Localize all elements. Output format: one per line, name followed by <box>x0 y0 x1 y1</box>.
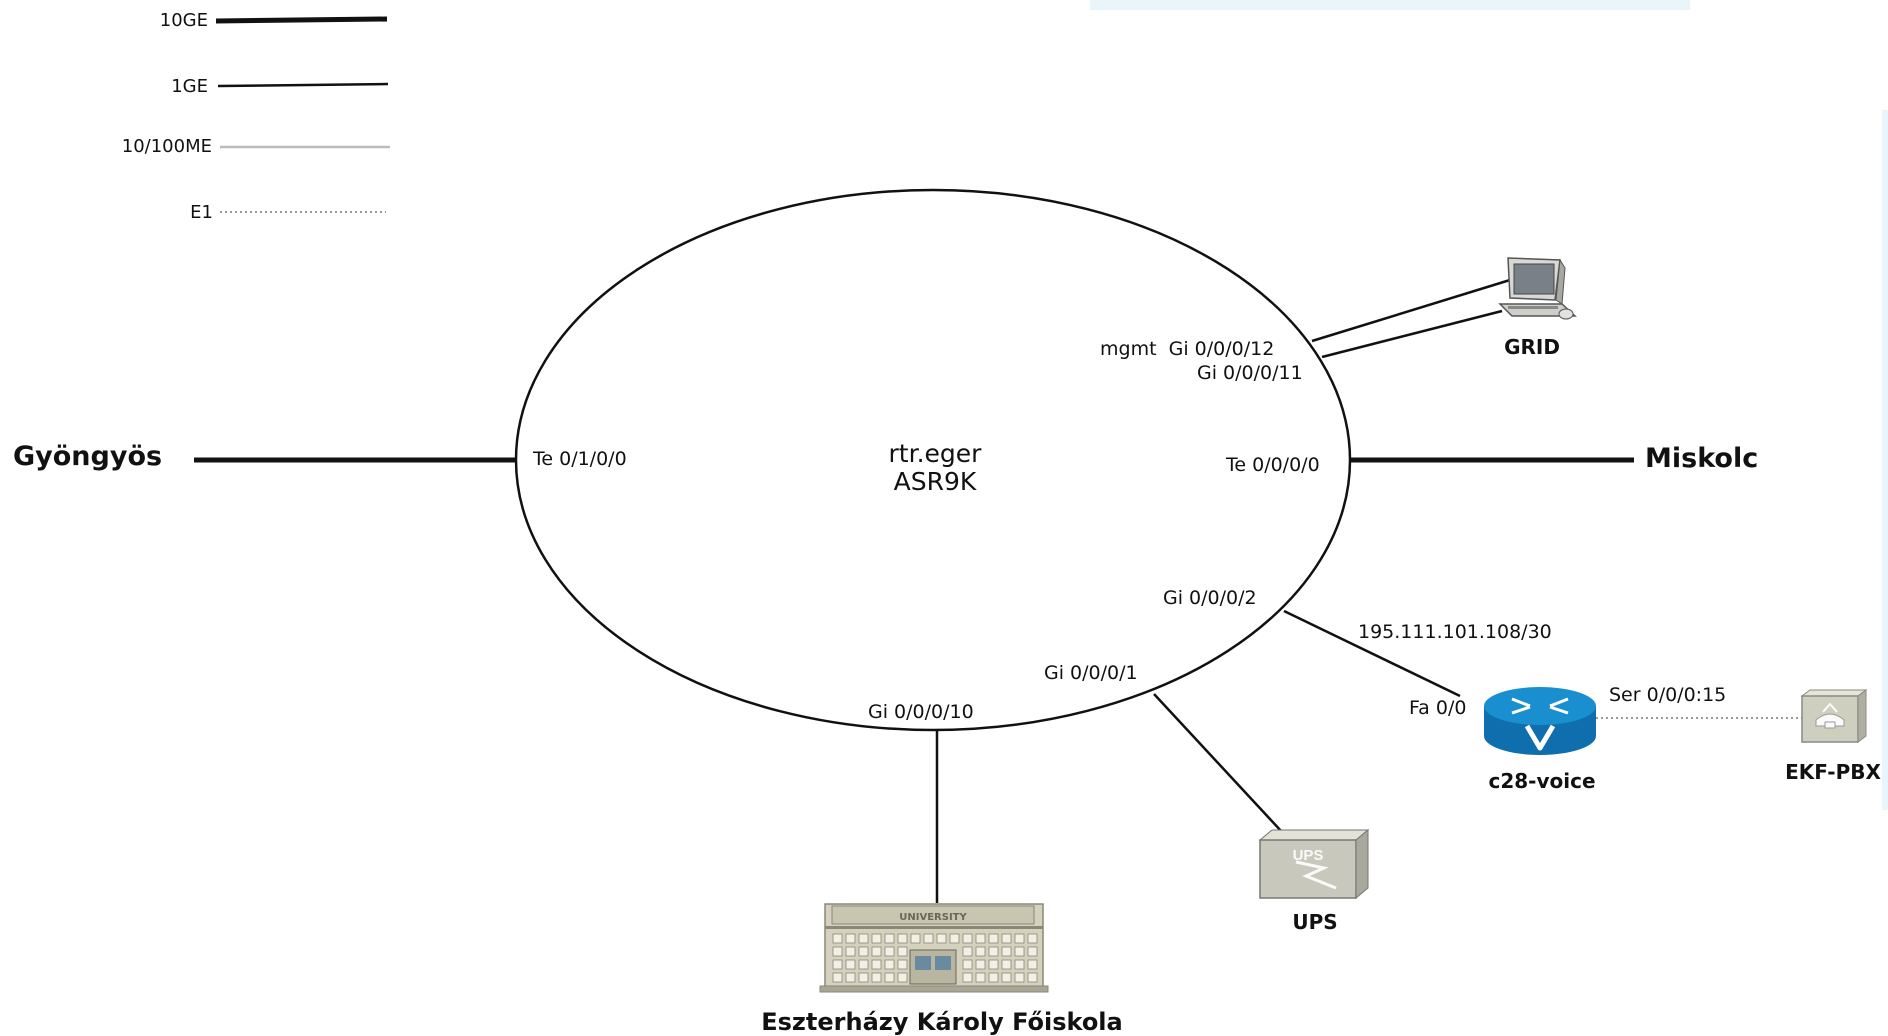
building-window <box>988 959 999 970</box>
building-window <box>962 972 973 983</box>
building-window <box>871 933 882 944</box>
building-window <box>988 972 999 983</box>
building-window <box>884 946 895 957</box>
device-label-ups: UPS <box>1292 910 1338 934</box>
building-window <box>975 933 986 944</box>
port-fa-0-0: Fa 0/0 <box>1409 697 1467 719</box>
site-gyongyos: Gyöngyös <box>13 441 163 472</box>
building-window <box>884 959 895 970</box>
legend-line-1ge <box>217 82 389 88</box>
building-window <box>832 933 843 944</box>
port-te-0-0-0-0: Te 0/0/0/0 <box>1226 454 1320 476</box>
university-building-icon[interactable]: UNIVERSITY <box>819 903 1049 993</box>
building-window <box>1027 933 1038 944</box>
link-voice <box>1283 609 1461 698</box>
campus-sign: UNIVERSITY <box>899 912 967 923</box>
right-edge-tint <box>1882 110 1888 810</box>
building-window <box>871 946 882 957</box>
legend-label-1ge: 1GE <box>171 76 208 97</box>
building-window <box>897 972 908 983</box>
router-name: rtr.eger ASR9K <box>835 440 1035 496</box>
building-window <box>832 972 843 983</box>
building-window <box>975 946 986 957</box>
building-window <box>910 933 921 944</box>
subnet-label: 195.111.101.108/30 <box>1358 621 1552 643</box>
building-window <box>832 946 843 957</box>
building-window <box>845 972 856 983</box>
voice-router-icon[interactable] <box>1484 687 1596 755</box>
legend-label-10ge: 10GE <box>159 10 208 31</box>
building-window <box>871 972 882 983</box>
device-label-c28-voice: c28-voice <box>1488 769 1596 793</box>
link-grid-mgmt <box>1311 278 1511 343</box>
building-window <box>962 946 973 957</box>
building-window <box>1001 959 1012 970</box>
port-gi-0-0-0-2: Gi 0/0/0/2 <box>1163 587 1257 609</box>
building-window <box>858 972 869 983</box>
building-window <box>1001 933 1012 944</box>
building-window <box>884 933 895 944</box>
port-gi-0-0-0-10: Gi 0/0/0/10 <box>868 701 974 723</box>
workstation-icon[interactable] <box>1498 257 1577 320</box>
pbx-icon[interactable] <box>1800 689 1868 743</box>
router-model: ASR9K <box>893 467 977 496</box>
site-miskolc: Miskolc <box>1645 443 1759 474</box>
device-label-ekf-pbx: EKF-PBX <box>1785 760 1881 784</box>
building-window <box>1001 972 1012 983</box>
building-window <box>832 959 843 970</box>
building-window <box>1027 959 1038 970</box>
ups-badge: UPS <box>1293 847 1324 864</box>
building-window <box>1027 972 1038 983</box>
port-gi-0-0-0-11: Gi 0/0/0/11 <box>1197 362 1303 384</box>
building-window <box>845 933 856 944</box>
building-window <box>897 959 908 970</box>
building-window <box>845 946 856 957</box>
building-window <box>858 946 869 957</box>
building-window <box>1014 946 1025 957</box>
building-window <box>936 933 947 944</box>
building-window <box>897 933 908 944</box>
link-grid-gi11 <box>1321 309 1503 359</box>
legend-label-10-100me: 10/100ME <box>121 136 212 157</box>
device-label-campus: Eszterházy Károly Főiskola <box>761 1008 1123 1036</box>
building-window <box>1014 972 1025 983</box>
port-te-0-1-0-0: Te 0/1/0/0 <box>533 448 627 470</box>
building-window <box>884 972 895 983</box>
port-mgmt-gi-0-0-0-12: mgmt Gi 0/0/0/12 <box>1100 338 1275 360</box>
device-label-grid: GRID <box>1504 335 1560 359</box>
building-window <box>897 946 908 957</box>
ups-icon[interactable]: UPS <box>1258 828 1370 900</box>
building-window <box>845 959 856 970</box>
building-window <box>1014 959 1025 970</box>
port-gi-0-0-0-1: Gi 0/0/0/1 <box>1044 662 1138 684</box>
building-window <box>975 972 986 983</box>
building-window <box>1027 946 1038 957</box>
router-hostname: rtr.eger <box>888 439 982 468</box>
link-ups <box>1153 693 1283 833</box>
building-window <box>858 933 869 944</box>
building-window <box>975 959 986 970</box>
building-window <box>962 933 973 944</box>
legend-label-e1: E1 <box>190 202 213 223</box>
building-window <box>988 933 999 944</box>
port-ser-0-0-0-15: Ser 0/0/0:15 <box>1609 684 1727 706</box>
building-window <box>858 959 869 970</box>
building-window <box>988 946 999 957</box>
building-window <box>949 933 960 944</box>
building-window <box>871 959 882 970</box>
building-window <box>962 959 973 970</box>
building-window <box>1014 933 1025 944</box>
top-edge-tint <box>1090 0 1690 10</box>
legend-line-10ge <box>215 16 388 24</box>
building-window <box>923 933 934 944</box>
building-window <box>1001 946 1012 957</box>
